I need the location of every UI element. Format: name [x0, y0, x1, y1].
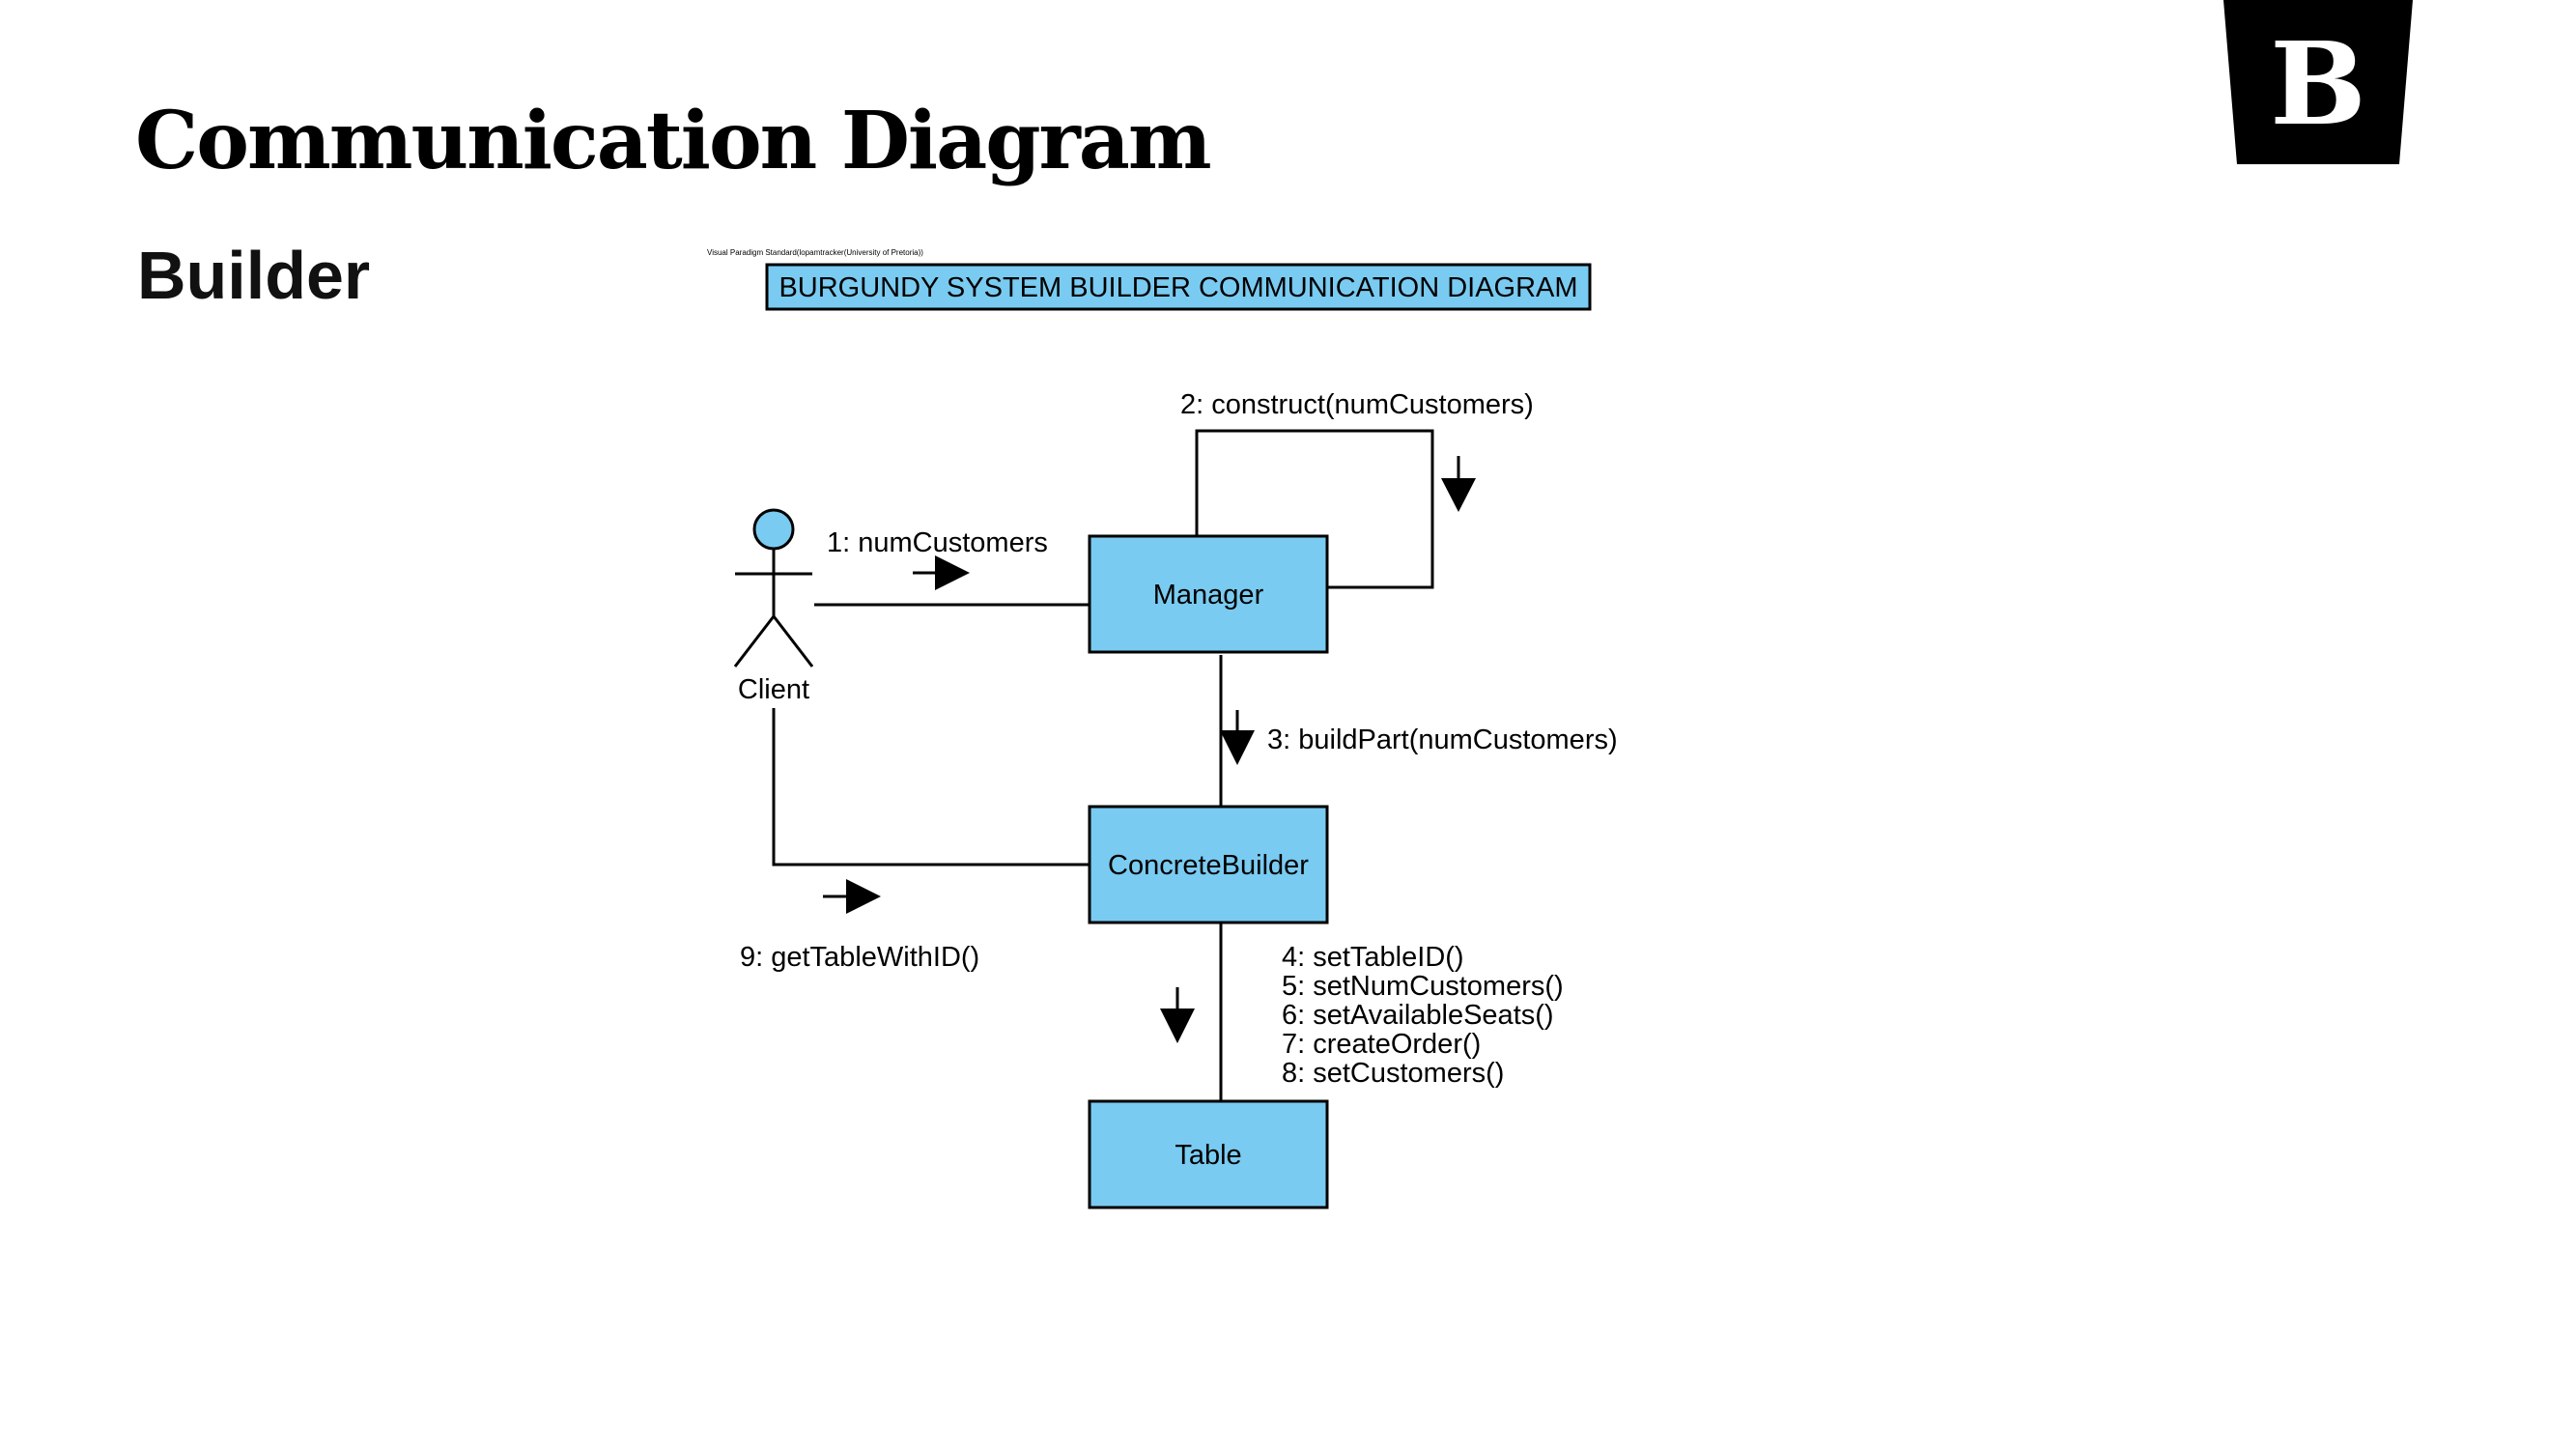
- message-arrow-3: [1220, 710, 1255, 765]
- message-arrow-2: [1441, 456, 1476, 512]
- message-arrow-9: [823, 879, 881, 914]
- links: [772, 429, 1434, 1101]
- logo-badge: B: [2223, 0, 2413, 164]
- diagram-watermark: Visual Paradigm Standard(lopamtracker(Un…: [707, 248, 923, 257]
- diagram-title-box: BURGUNDY SYSTEM BUILDER COMMUNICATION DI…: [765, 263, 1592, 311]
- message-6-label: 6: setAvailableSeats(): [1282, 1000, 1554, 1031]
- message-arrow-1: [913, 555, 970, 590]
- actor-label: Client: [738, 674, 809, 705]
- slide-title: Communication Diagram: [135, 95, 1212, 187]
- slide-subtitle: Builder: [137, 238, 371, 313]
- message-arrow-4-8: [1160, 987, 1195, 1043]
- message-2-label: 2: construct(numCustomers): [1180, 389, 1534, 420]
- object-manager: Manager: [1088, 534, 1329, 654]
- object-table-label: Table: [1175, 1140, 1241, 1171]
- link-manager-self: [1195, 429, 1434, 589]
- client-actor: Client: [733, 508, 814, 705]
- message-4-label: 4: setTableID(): [1282, 942, 1464, 973]
- message-5-label: 5: setNumCustomers(): [1282, 971, 1564, 1002]
- logo-shape: B: [2223, 0, 2413, 164]
- object-manager-label: Manager: [1153, 580, 1264, 611]
- object-table: Table: [1088, 1099, 1329, 1209]
- message-3-label: 3: buildPart(numCustomers): [1267, 724, 1618, 755]
- message-9-label: 9: getTableWithID(): [740, 942, 979, 973]
- message-7-label: 7: createOrder(): [1282, 1029, 1481, 1060]
- logo-letter: B: [2270, 16, 2366, 151]
- actor-head: [752, 508, 795, 551]
- object-concretebuilder: ConcreteBuilder: [1088, 805, 1329, 924]
- link-client-concretebuilder: [772, 708, 1090, 867]
- message-8-label: 8: setCustomers(): [1282, 1058, 1504, 1089]
- diagram-title: BURGUNDY SYSTEM BUILDER COMMUNICATION DI…: [778, 272, 1577, 303]
- object-concretebuilder-label: ConcreteBuilder: [1108, 850, 1309, 881]
- message-1-label: 1: numCustomers: [827, 527, 1048, 558]
